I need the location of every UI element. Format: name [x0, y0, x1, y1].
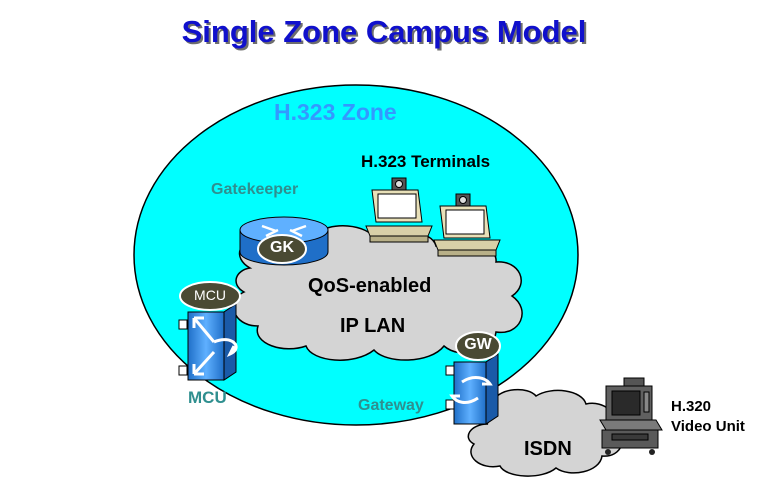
lan-label-line2: IP LAN	[340, 315, 406, 337]
gw-badge	[455, 331, 501, 361]
mcu-badge	[179, 281, 241, 311]
isdn-label: ISDN	[524, 438, 572, 460]
video-unit-label-line2: Video Unit	[671, 418, 745, 435]
gk-badge	[257, 234, 307, 264]
gatekeeper-label: Gatekeeper	[211, 181, 299, 198]
gateway-label: Gateway	[358, 397, 424, 414]
terminal-icon[interactable]	[433, 193, 501, 257]
terminals-label: H.323 Terminals	[361, 152, 491, 171]
switch-icon[interactable]	[445, 353, 499, 425]
video-unit-label-line1: H.320	[671, 398, 712, 415]
switch-icon[interactable]	[178, 303, 238, 381]
mcu-label: MCU	[188, 388, 227, 407]
lan-label-line1: QoS-enabled	[308, 275, 432, 297]
zone-label: H.323 Zone	[274, 99, 397, 125]
terminal-icon[interactable]	[365, 177, 433, 243]
video-unit-icon[interactable]	[599, 377, 663, 455]
gk-badge-text: GK	[270, 239, 294, 256]
gw-badge-text: GW	[464, 336, 492, 353]
page-title: Single Zone Campus Model	[181, 14, 587, 49]
mcu-badge-text: MCU	[194, 287, 226, 303]
